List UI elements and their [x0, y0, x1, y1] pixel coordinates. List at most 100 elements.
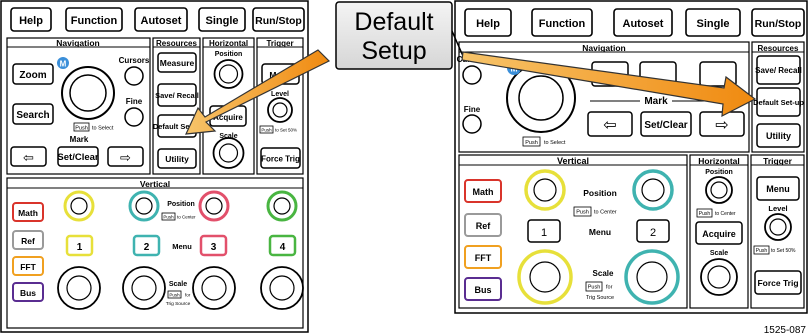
vertical-title: Vertical [140, 179, 170, 189]
fine-button[interactable] [124, 107, 144, 127]
ch4-button[interactable] [268, 234, 297, 257]
ch2-label: 2 [144, 242, 150, 253]
set-clear-button[interactable] [57, 146, 99, 167]
r-scale-for-label: for [606, 285, 613, 291]
r-acquire-label: Acquire [702, 229, 736, 239]
r-fine-button[interactable] [462, 114, 482, 134]
fft-label: FFT [20, 262, 36, 272]
r-cursors-button[interactable] [462, 65, 482, 85]
r-acquire-button[interactable] [695, 221, 743, 245]
callout-pointer-line [451, 30, 464, 57]
r-horizontal-scale-label: Scale [710, 250, 728, 257]
to-select-label: to Select [92, 126, 114, 132]
r-ref-button[interactable] [464, 213, 502, 237]
r-fft-button[interactable] [464, 245, 502, 269]
trigger-level-label: Level [271, 91, 289, 98]
force-trig-label: Force Trig [261, 155, 300, 164]
r-utility-button[interactable] [756, 123, 801, 148]
r-vertical-to-center-label: to Center [594, 210, 617, 216]
save-recall-button[interactable] [157, 83, 197, 107]
trigger-title: Trigger [266, 39, 293, 48]
vertical-menu-label: Menu [172, 242, 192, 251]
callout-line2: Setup [361, 37, 426, 65]
r-trigger-menu-label: Menu [766, 184, 790, 194]
r-horizontal-to-center-label: to Center [715, 211, 736, 217]
run-stop-button[interactable] [252, 7, 305, 32]
right-front-panel: Help Function Autoset Single Run/Stop Na… [454, 0, 808, 314]
r-bus-label: Bus [474, 285, 491, 295]
prev-mark-button[interactable] [10, 146, 47, 167]
r-ch1-button[interactable] [527, 219, 561, 243]
right-vertical-section: Vertical Math Ref FFT Bus Position Push … [458, 154, 688, 309]
fft-button[interactable] [12, 256, 44, 276]
run-stop-button-label: Run/Stop [255, 15, 302, 27]
ref-button[interactable] [12, 230, 44, 250]
autoset-button-label: Autoset [141, 15, 182, 27]
r-math-button[interactable] [464, 179, 502, 203]
bus-label: Bus [20, 288, 36, 298]
autoset-button[interactable] [134, 7, 188, 32]
prev-arrow-icon: ⇦ [23, 150, 34, 165]
r-run-stop-button[interactable] [751, 8, 805, 37]
ref-label: Ref [21, 236, 35, 246]
r-run-stop-label: Run/Stop [755, 18, 802, 30]
r-push-label: Push [525, 140, 538, 146]
r-vertical-scale-label: Scale [593, 269, 614, 278]
r-fine-label: Fine [464, 105, 481, 114]
r-navigation-title: Navigation [582, 43, 625, 53]
cursors-label: Cursors [119, 56, 150, 65]
r-trigger-set50-label: to Set 50% [771, 248, 796, 254]
force-trig-button[interactable] [260, 147, 301, 169]
next-mark-button[interactable] [107, 146, 144, 167]
r-autoset-button[interactable] [613, 8, 673, 37]
bus-button[interactable] [12, 282, 44, 302]
help-button[interactable] [10, 7, 52, 32]
r-utility-label: Utility [766, 131, 791, 141]
r-trigger-menu-button[interactable] [756, 176, 800, 201]
r-set-clear-button[interactable] [640, 111, 692, 137]
single-button[interactable] [198, 7, 246, 32]
r-single-button[interactable] [685, 8, 741, 37]
knob-badge-icon [57, 57, 69, 69]
r-help-label: Help [476, 18, 500, 30]
utility-button[interactable] [157, 148, 197, 169]
next-arrow-icon: ⇨ [120, 150, 131, 165]
default-setup-label: Default Setup [153, 122, 202, 131]
ch3-button[interactable] [199, 234, 228, 257]
vertical-push-label: Push [163, 215, 174, 220]
function-button[interactable] [65, 7, 123, 32]
r-set-clear-label: Set/Clear [644, 120, 687, 131]
zoom-button[interactable] [12, 63, 54, 85]
r-save-recall-button[interactable] [756, 55, 801, 85]
r-ch2-label: 2 [650, 227, 656, 239]
r-fft-label: FFT [475, 253, 492, 263]
r-default-setup-button[interactable] [756, 87, 801, 117]
scale-push-label: Push [169, 293, 180, 298]
r-default-setup-label: Default Set-up [753, 98, 804, 107]
save-recall-label: Save/ Recall [155, 91, 199, 100]
r-function-button[interactable] [531, 8, 593, 37]
r-help-button[interactable] [464, 8, 512, 37]
r-mark-label: Mark [644, 96, 668, 107]
vertical-to-center-label: to Center [177, 215, 196, 220]
default-setup-callout: Default Setup [335, 1, 453, 70]
r-vertical-title: Vertical [557, 156, 589, 166]
search-button[interactable] [12, 103, 54, 125]
measure-button[interactable] [157, 52, 197, 73]
r-bus-button[interactable] [464, 277, 502, 301]
help-button-label: Help [19, 15, 43, 27]
ch1-button[interactable] [65, 234, 94, 257]
ch2-button[interactable] [132, 234, 161, 257]
r-trigger-title: Trigger [763, 156, 793, 166]
left-resources-section: Resources Measure Save/ Recall Default S… [152, 37, 202, 175]
left-multipurpose-knob[interactable] [61, 66, 115, 120]
r-vertical-menu-label: Menu [589, 227, 611, 237]
left-front-panel: Help Function Autoset Single Run/Stop Na… [0, 0, 309, 333]
r-ch2-button[interactable] [636, 219, 670, 243]
r-resources-title: Resources [758, 44, 799, 53]
cursors-button[interactable] [124, 66, 144, 86]
r-prev-mark-button[interactable] [587, 111, 633, 137]
r-save-recall-label: Save/ Recall [755, 66, 802, 75]
r-force-trig-button[interactable] [754, 270, 802, 295]
math-button[interactable] [12, 202, 44, 222]
